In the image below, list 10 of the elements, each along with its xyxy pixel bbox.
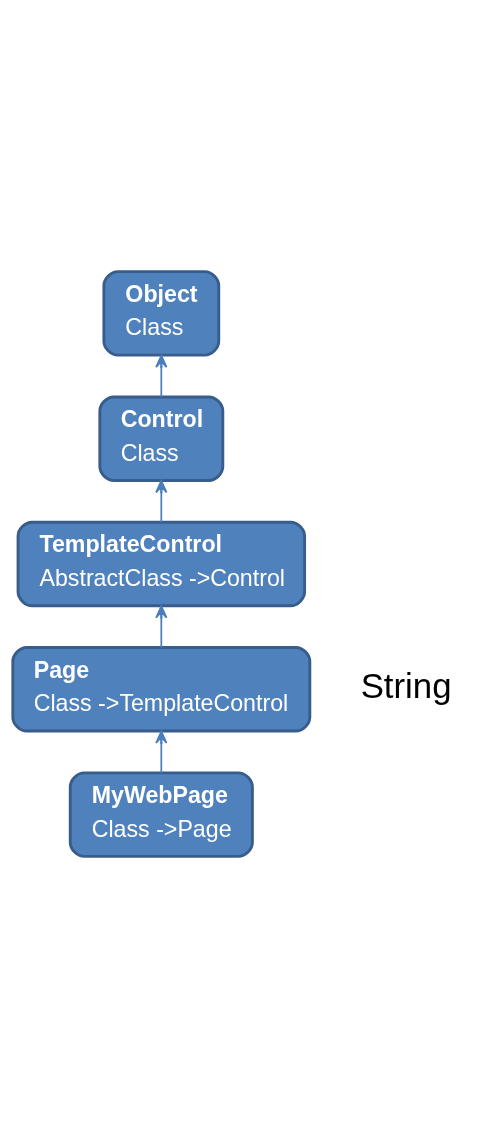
node-box: MyWebPage Class ->Page (68, 771, 254, 858)
arrow (155, 730, 168, 774)
node-box: Control Class (98, 395, 225, 482)
arrow (155, 354, 168, 398)
node-box: Object Class (102, 270, 221, 357)
node-box: TemplateControl AbstractClass ->Control (16, 520, 307, 608)
label: String (360, 666, 452, 705)
arrow (155, 605, 168, 649)
node-box: Page Class ->TemplateControl (11, 646, 312, 733)
arrow (155, 480, 168, 524)
